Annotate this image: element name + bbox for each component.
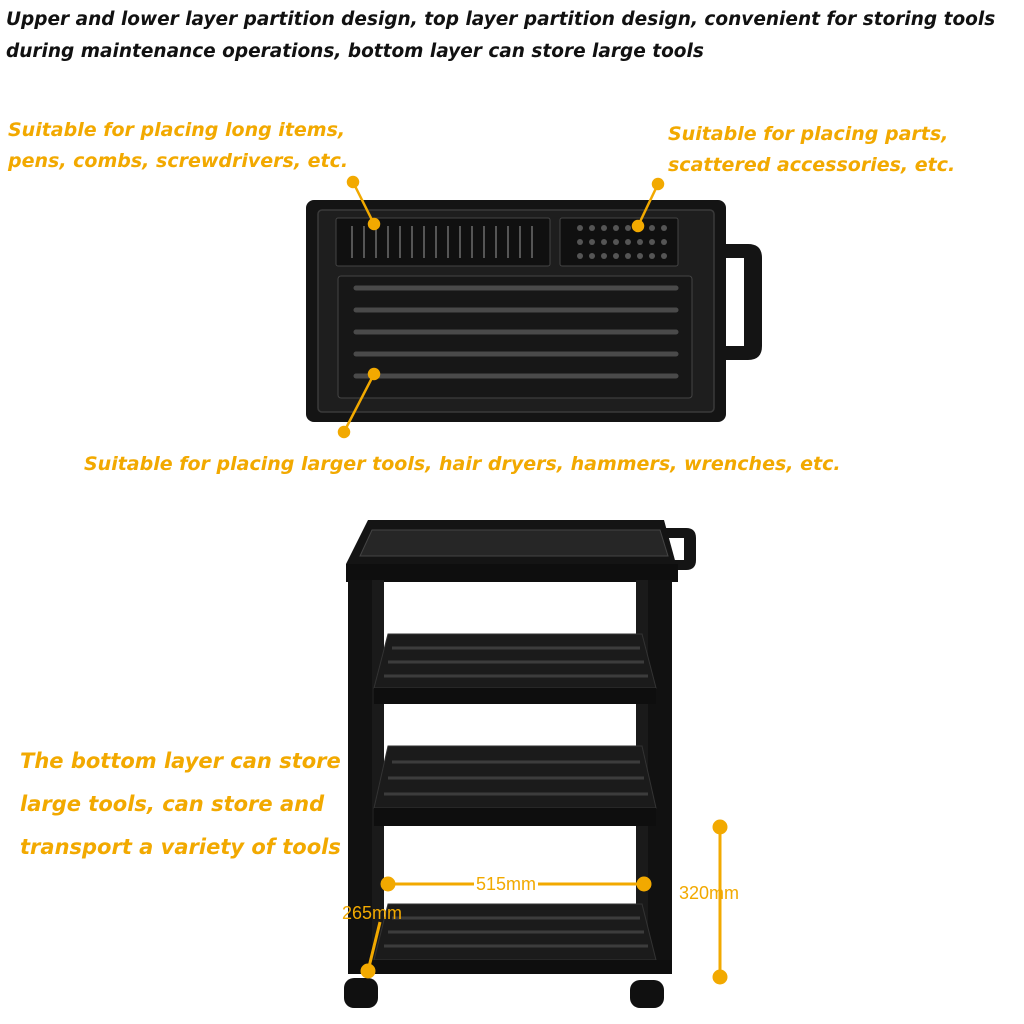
callout-long-items: Suitable for placing long items, pens, c… [8,119,349,172]
cart [344,520,696,1008]
dimension-height-label: 320mm [679,883,740,903]
dimension-width-label: 515mm [474,874,539,895]
callout-larger-tools: Suitable for placing larger tools, hair … [84,453,841,475]
callout-parts: Suitable for placing parts, scattered ac… [668,123,956,176]
callout-bottom-layer: The bottom layer can store large tools, … [20,749,341,859]
headline: Upper and lower layer partition design, … [6,9,996,62]
callout-pointers [337,175,665,439]
dimension-markers [360,819,728,985]
dimension-depth-label: 265mm [342,903,403,923]
top-tray [306,200,762,422]
